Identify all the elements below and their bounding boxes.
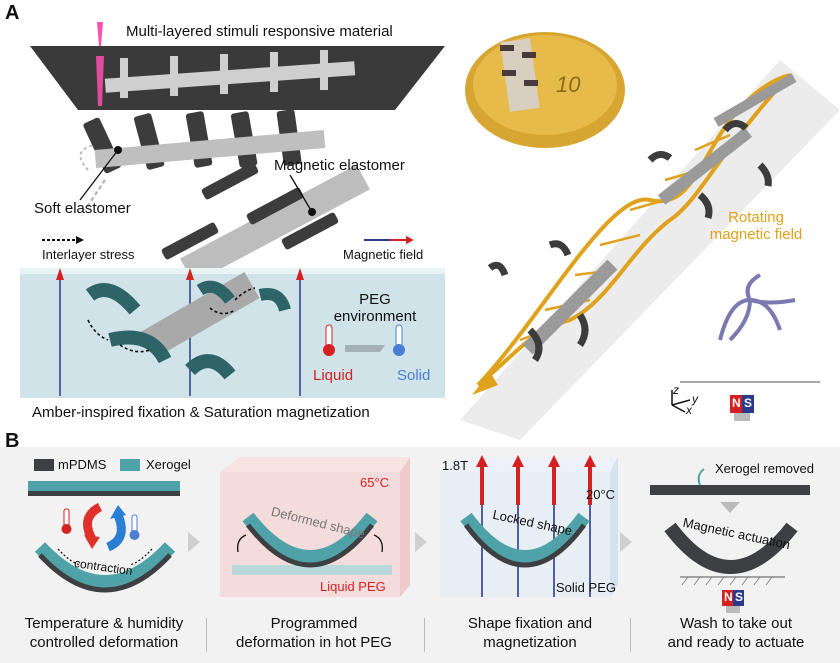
magnetic-field-label: Magnetic field — [343, 247, 424, 262]
panel-a-right-illustration — [460, 32, 840, 440]
axis-y-label: y — [692, 392, 698, 406]
multilayer-label: Multi-layered stimuli responsive materia… — [126, 23, 393, 40]
hot-peg-box — [220, 457, 410, 597]
liquid-peg-label: Liquid PEG — [320, 579, 386, 594]
panel-a-letter: A — [5, 2, 20, 24]
hot-thermometer-icon — [323, 324, 335, 356]
panel-a-caption: Amber-inspired fixation & Saturation mag… — [32, 404, 370, 421]
coin-value: 10 — [556, 72, 581, 97]
solid-peg-label: Solid PEG — [556, 580, 616, 595]
legend-mpdms: mPDMS — [58, 457, 107, 472]
field-strength-label: 1.8T — [442, 458, 469, 473]
step4-magnet-s: S — [735, 590, 744, 604]
temp-65-label: 65°C — [360, 475, 390, 490]
field-arrows — [476, 455, 596, 505]
magnetic-elastomer-label: Magnetic elastomer — [274, 157, 405, 174]
magnet-s-label: S — [744, 396, 753, 410]
legend-xerogel: Xerogel — [146, 457, 191, 472]
magnet-n-label: N — [732, 396, 741, 410]
soft-elastomer-strip — [94, 130, 326, 168]
step1-hot-thermometer-icon — [61, 508, 72, 534]
xerogel-removed-squiggle — [697, 468, 705, 486]
temp-20-label: 20°C — [586, 487, 616, 502]
solid-label: Solid — [397, 367, 431, 384]
step1-cold-thermometer-icon — [129, 514, 140, 540]
laser-beam-icon — [97, 22, 103, 46]
xerogel-removed-label: Xerogel removed — [715, 461, 814, 476]
panel-b-illustration — [28, 455, 810, 613]
printed-pattern — [104, 50, 356, 98]
cold-thermometer-icon — [393, 324, 405, 356]
liquid-label: Liquid — [313, 367, 354, 384]
blue-curved-arrow-icon — [106, 513, 126, 552]
panel-a-left-illustration — [20, 22, 445, 398]
magnet-icon — [730, 395, 754, 421]
robot-photo — [718, 273, 796, 342]
caption-divider — [206, 618, 207, 652]
step4-magnet-n: N — [724, 590, 733, 604]
peg-environment-label: PEG environment — [333, 291, 417, 325]
step4-magnet-icon — [722, 590, 744, 613]
red-curved-arrow-icon — [83, 502, 103, 542]
axes-icon — [671, 390, 691, 413]
soft-elastomer-label: Soft elastomer — [34, 200, 131, 217]
caption-divider — [630, 618, 631, 652]
interlayer-stress-label: Interlayer stress — [42, 247, 135, 262]
caption-divider — [424, 618, 425, 652]
axis-x-label: x — [686, 403, 692, 417]
rotating-field-label: Rotating magnetic field — [709, 209, 803, 243]
panel-b-letter: B — [5, 430, 20, 452]
axis-z-label: z — [673, 383, 679, 397]
